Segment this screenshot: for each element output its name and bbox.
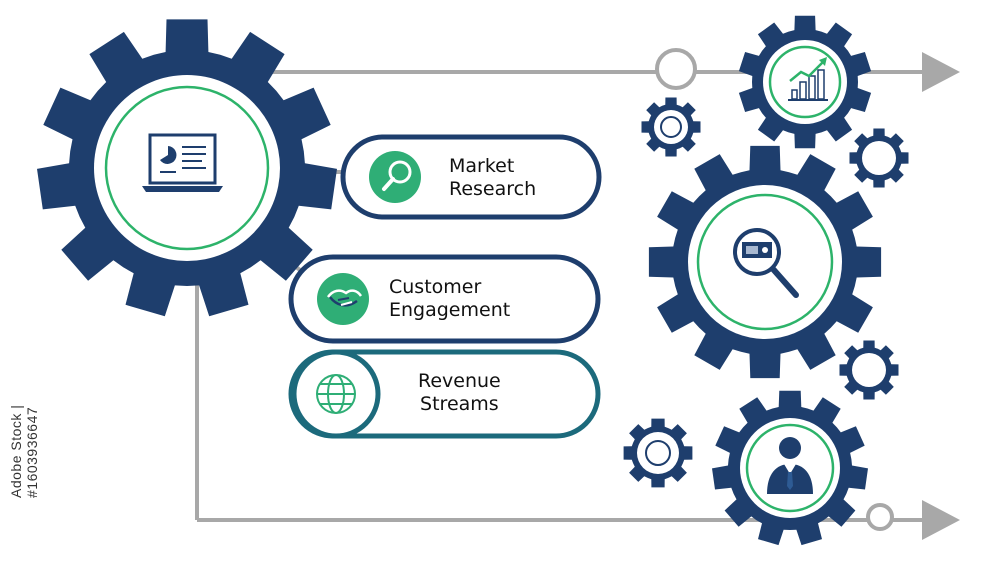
pill-customer-engagement [288,254,601,344]
small-gear-1 [641,97,701,157]
globe-icon [316,374,356,414]
money-search-icon [733,228,799,298]
small-gear-3 [839,340,899,400]
top-arrow-head-icon [922,52,960,92]
handshake-icon [326,289,363,307]
revenue-streams-label: Revenue Streams [418,370,501,415]
bottom-right-gear [712,390,868,546]
customer-engagement-label: Customer Engagement [389,276,511,321]
small-gear-2 [849,128,909,188]
top-flow-node [655,48,697,90]
watermark-text: Adobe Stock | #1603936647 [8,404,40,498]
top-right-gear [738,15,872,149]
bottom-arrow-head-icon [922,500,960,540]
main-gear [37,19,337,317]
pill-revenue-streams [288,349,601,439]
middle-right-gear [648,145,882,379]
pill-market-research [340,134,602,220]
growth-chart-icon [788,57,828,101]
small-gear-4 [623,418,693,488]
businessman-icon [767,437,813,494]
market-research-label: Market Research [449,155,537,200]
magnifier-icon [382,160,412,191]
bottom-flow-node [866,503,894,531]
laptop-presentation-icon [142,133,223,192]
